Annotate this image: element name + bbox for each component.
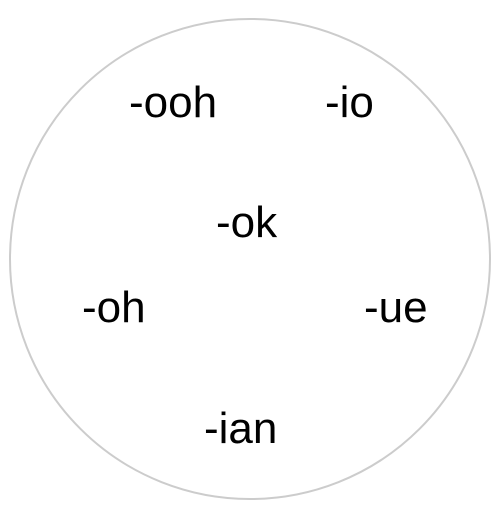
suffix-ooh[interactable]: -ooh bbox=[129, 78, 218, 127]
suffix-ok[interactable]: -ok bbox=[216, 198, 278, 247]
suffix-ue[interactable]: -ue bbox=[364, 283, 428, 332]
suffix-io[interactable]: -io bbox=[325, 78, 374, 127]
suffix-oh[interactable]: -oh bbox=[82, 283, 146, 332]
suffix-ian[interactable]: -ian bbox=[204, 404, 278, 453]
word-ending-circle bbox=[9, 18, 491, 500]
